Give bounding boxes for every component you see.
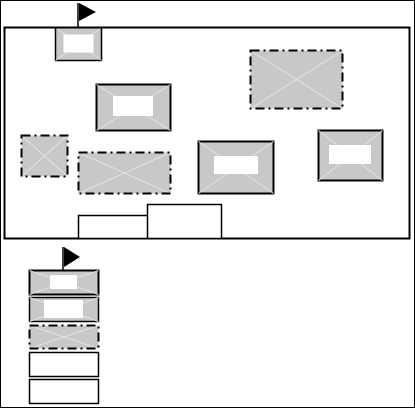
flag-icon [64, 247, 80, 267]
legend-frame [28, 351, 100, 378]
framed-box [95, 83, 172, 132]
legend-dashed [28, 324, 100, 350]
box-dashed-border [77, 151, 172, 195]
dashed-box [77, 151, 172, 195]
box-frame [77, 214, 150, 240]
box-inner [113, 96, 153, 116]
legend-dashed-border [28, 324, 100, 350]
legend-thick-frame [28, 269, 100, 296]
framed-box [317, 129, 384, 182]
legend-inner [44, 300, 83, 318]
flag-icon [79, 3, 96, 21]
legend-empty [28, 351, 100, 378]
empty-box [77, 214, 150, 240]
framed-box [197, 140, 275, 195]
dashed-box [249, 49, 344, 110]
hatch-line [250, 50, 343, 109]
box-inner [63, 34, 94, 53]
legend-empty [28, 378, 100, 405]
dashed-box [20, 134, 69, 178]
legend-frame [28, 378, 100, 405]
empty-box [146, 203, 223, 240]
box-inner [214, 156, 258, 174]
box-dashed-border [249, 49, 344, 110]
hatch-line [29, 325, 99, 349]
hatch-line [21, 135, 68, 177]
legend-thin-frame [28, 296, 100, 323]
box-frame [146, 203, 223, 240]
top-framed-box [54, 26, 103, 62]
box-inner [329, 145, 371, 164]
legend-inner [50, 275, 77, 289]
box-dashed-border [20, 134, 69, 178]
hatch-line [78, 152, 171, 194]
